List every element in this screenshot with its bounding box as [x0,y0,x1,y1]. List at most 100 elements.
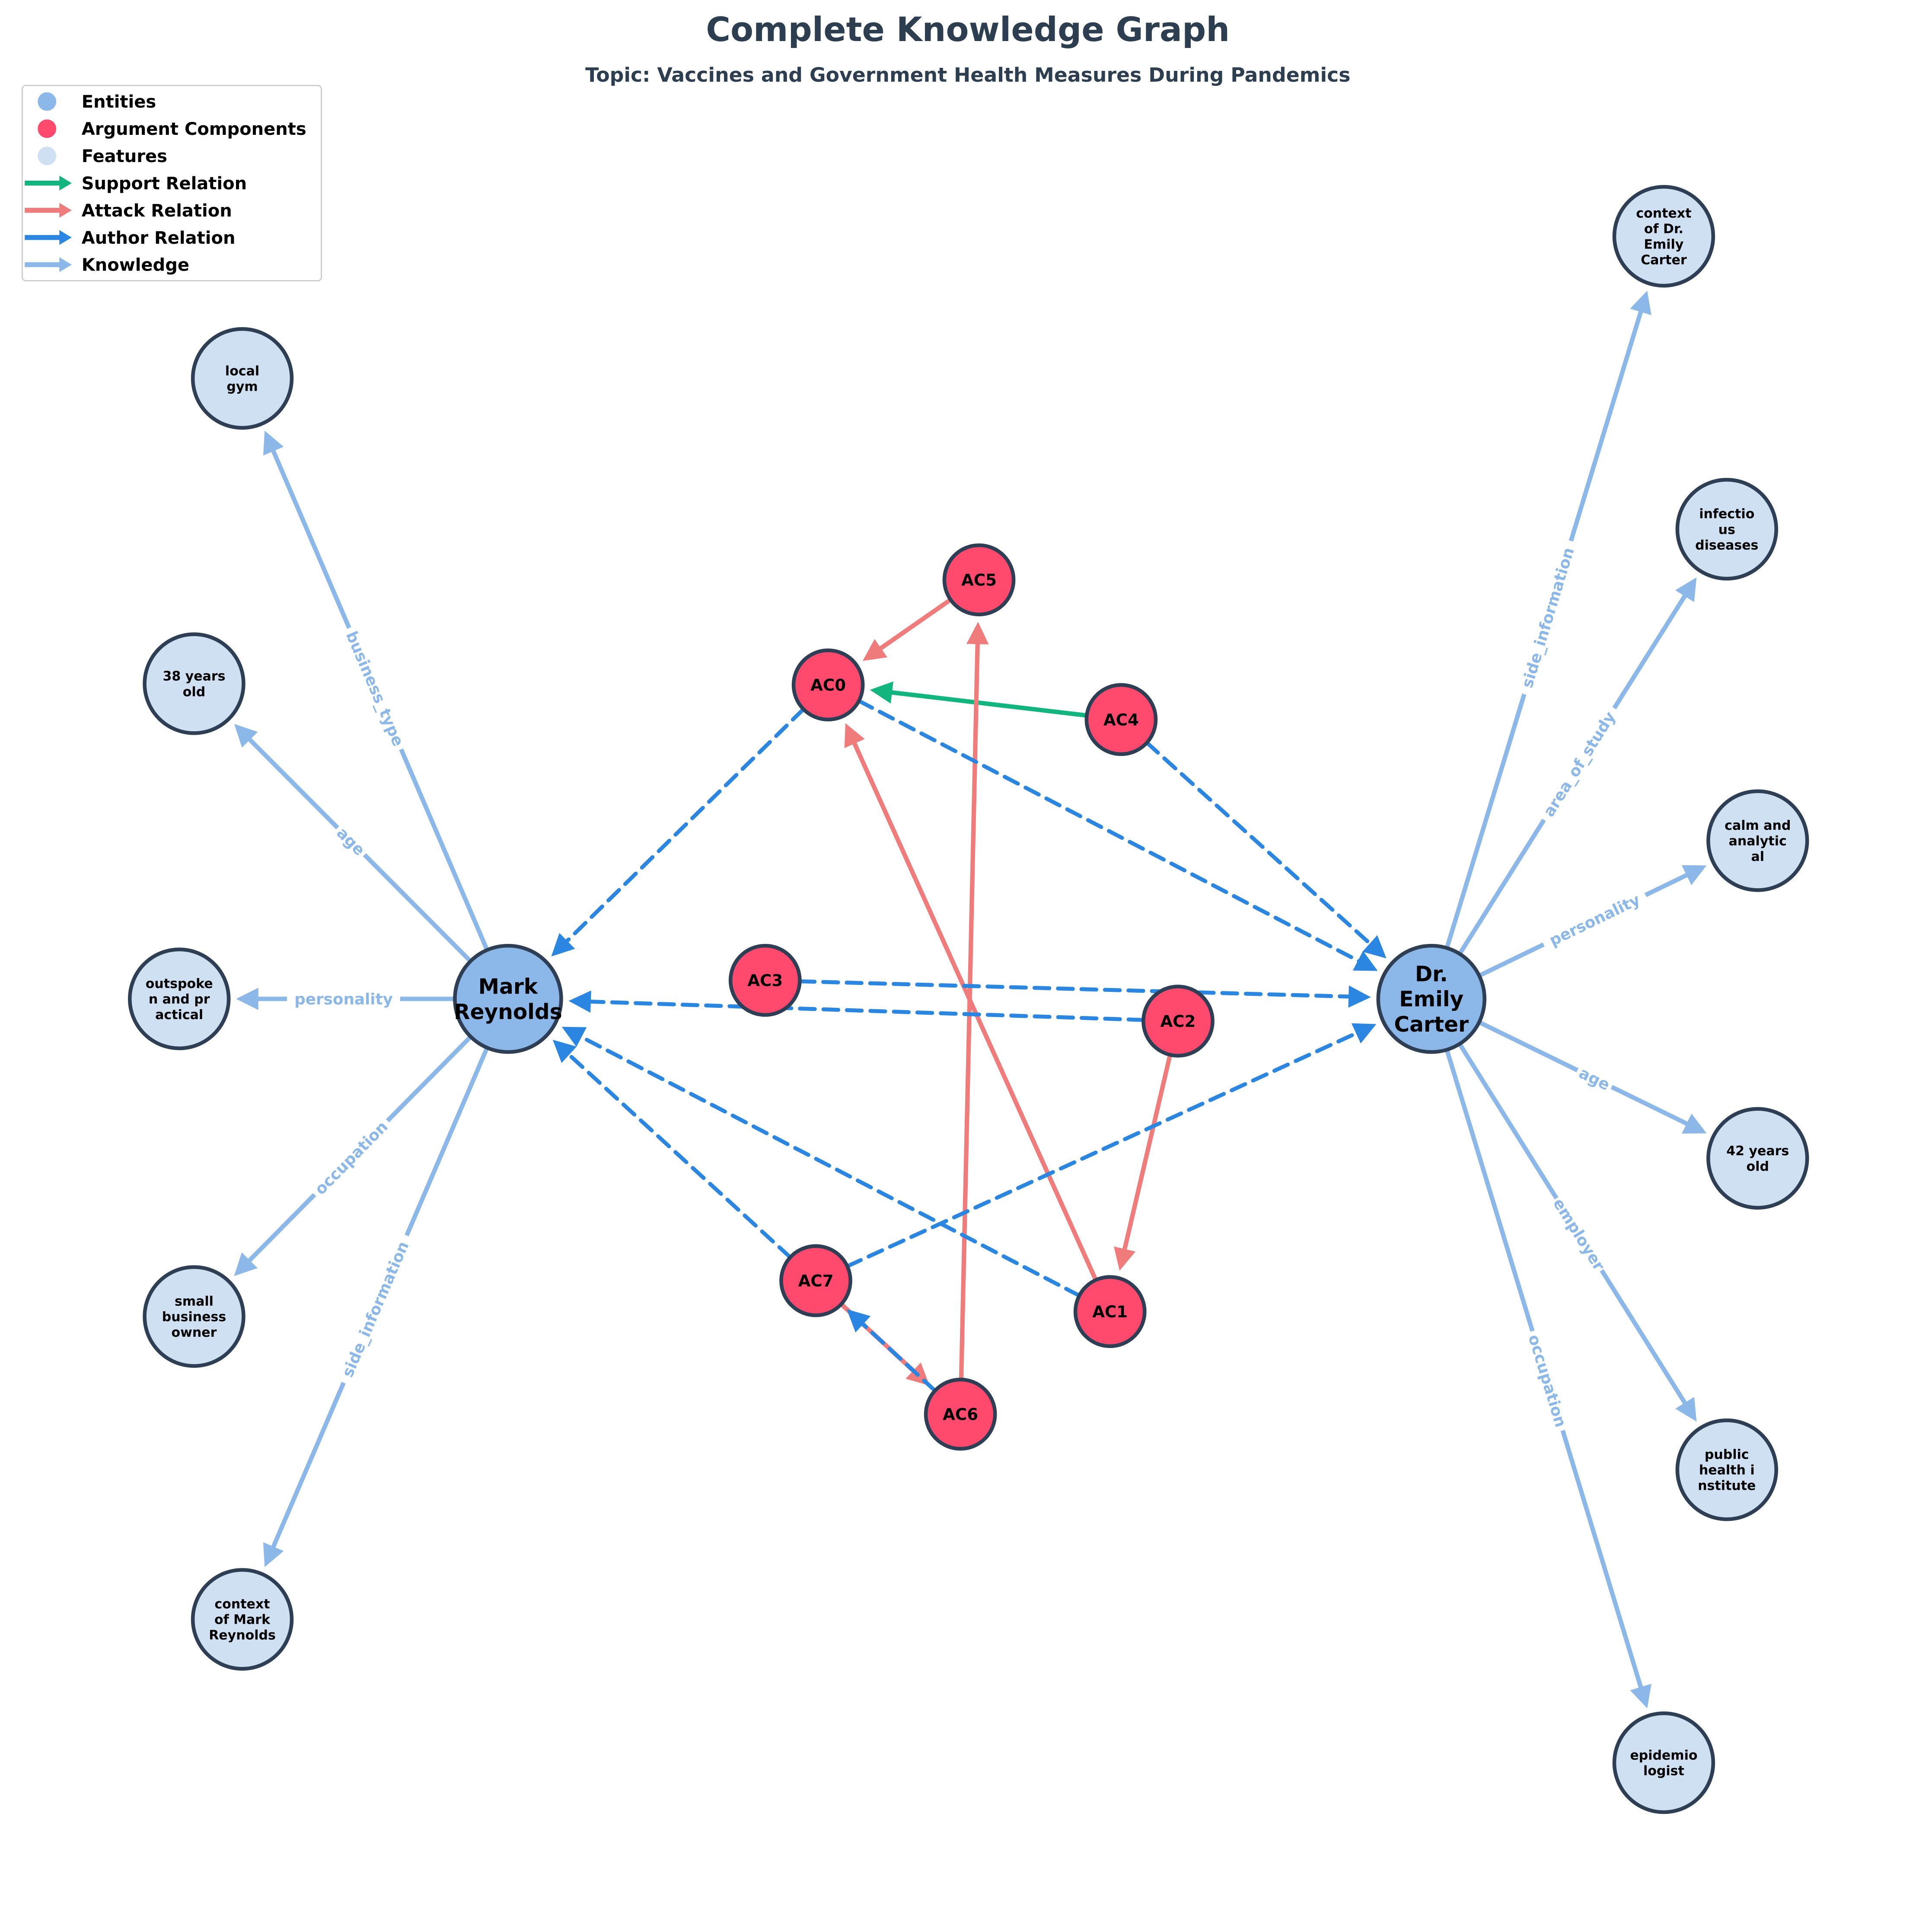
legend-marker [38,92,57,111]
node-label-emily: Emily [1399,988,1463,1012]
edge-author-AC7-mark [552,1039,793,1259]
edge-author-AC6-AC7 [846,1309,937,1393]
edge-author-AC4-emily [1145,740,1387,959]
node-argument-AC6: AC6 [924,1377,997,1451]
legend-arrow [59,175,72,191]
edge-label-business_type: business_type [342,629,407,749]
legend-item-author: Author Relation [25,228,235,248]
legend-label: Knowledge [82,255,189,275]
node-argument-AC0: AC0 [791,648,865,722]
node-label-gym: gym [226,379,258,394]
edge-label-background [1547,1192,1611,1277]
node-label-e_area: infectio [1699,507,1754,522]
node-label-e_pers: al [1751,849,1764,864]
edge-label-side_information: side_information [1518,545,1578,690]
edge-label-side_information: side_information [339,1239,412,1380]
node-label-e_ctx: Emily [1644,237,1683,252]
edge-author-AC7-emily [845,1023,1377,1268]
legend-label: Argument Components [82,119,306,139]
node-argument-AC4: AC4 [1084,683,1158,756]
node-label-m_occ: business [162,1310,226,1325]
node-label-m_pers: actical [155,1007,203,1023]
node-label-e_occ: epidemio [1630,1748,1697,1763]
edge-support-AC4-AC0 [870,681,1089,718]
edge-attack-AC2-AC1 [1114,1052,1173,1271]
node-argument-AC7: AC7 [779,1244,852,1317]
node-label-AC0: AC0 [810,676,846,695]
node-label-e_ctx: Carter [1641,253,1687,268]
node-label-AC7: AC7 [798,1271,834,1291]
legend-label: Support Relation [82,174,247,194]
edge-attack-AC5-AC0 [862,597,953,661]
node-label-e_area: diseases [1695,538,1758,553]
node-argument-AC5: AC5 [942,543,1016,617]
node-label-m_occ: small [175,1294,214,1309]
legend-frame [22,85,322,282]
node-label-e_pers: analytic [1729,834,1787,849]
edge-attack-AC1-AC0 [844,723,1098,1282]
node-argument-AC1: AC1 [1073,1275,1147,1348]
edge-label-background [1521,1328,1574,1434]
edge-label-background [1513,538,1582,698]
node-argument-AC2: AC2 [1141,985,1215,1058]
edge-author-AC0-emily [857,699,1378,971]
legend-item-knowledge: Knowledge [25,255,189,275]
edge-label-background [287,988,401,1010]
node-label-e_ctx: context [1636,206,1691,221]
node-label-m_age: old [183,685,205,700]
edge-label-background [329,820,373,863]
node-label-mark: Reynolds [454,1000,562,1024]
edge-label-employer: employer [1549,1195,1608,1274]
node-label-m_occ: owner [172,1325,217,1340]
node-label-m_ctx: of Mark [214,1612,271,1628]
edge-label-background [333,1231,417,1387]
edge-label-background [306,1113,395,1203]
legend-label: Entities [82,92,156,112]
node-label-AC6: AC6 [943,1405,978,1424]
legend-item-support: Support Relation [25,174,247,194]
legend-marker [38,119,57,138]
nodes-layer: MarkReynoldsDr.EmilyCarterAC0AC1AC2AC3AC… [128,185,1809,1814]
node-label-m_ctx: context [214,1597,270,1612]
edge-author-AC1-mark [561,1026,1081,1298]
node-label-gym: local [225,363,259,379]
node-label-e_ctx: of Dr. [1644,221,1683,236]
node-label-e_emp: public [1705,1447,1749,1463]
node-label-AC4: AC4 [1103,710,1139,729]
graph-subtitle: Topic: Vaccines and Government Health Me… [585,64,1350,86]
edge-label-area_of_study: area_of_study [1540,709,1619,820]
legend-item-entity: Entities [38,92,156,112]
legend-item-attack: Attack Relation [25,201,232,221]
graph-title: Complete Knowledge Graph [706,10,1230,49]
edge-label-personality: personality [1546,891,1643,950]
edge-label-background [1572,1060,1617,1097]
node-label-AC1: AC1 [1092,1302,1128,1321]
node-label-m_ctx: Reynolds [209,1628,276,1643]
edge-author-AC2-mark [568,990,1146,1022]
edge-label-background [1539,885,1651,955]
node-label-e_age: 42 years [1726,1144,1789,1159]
legend-arrow [59,230,72,245]
legend-label: Features [82,147,167,166]
node-label-AC3: AC3 [747,971,783,990]
legend-label: Attack Relation [82,201,232,221]
node-label-emily: Dr. [1415,962,1448,986]
edge-author-AC0-mark [551,707,806,957]
legend-arrow [59,257,72,272]
legend-arrow [59,203,72,218]
edge-author-AC3-emily [797,979,1371,1008]
node-label-mark: Mark [478,975,539,999]
